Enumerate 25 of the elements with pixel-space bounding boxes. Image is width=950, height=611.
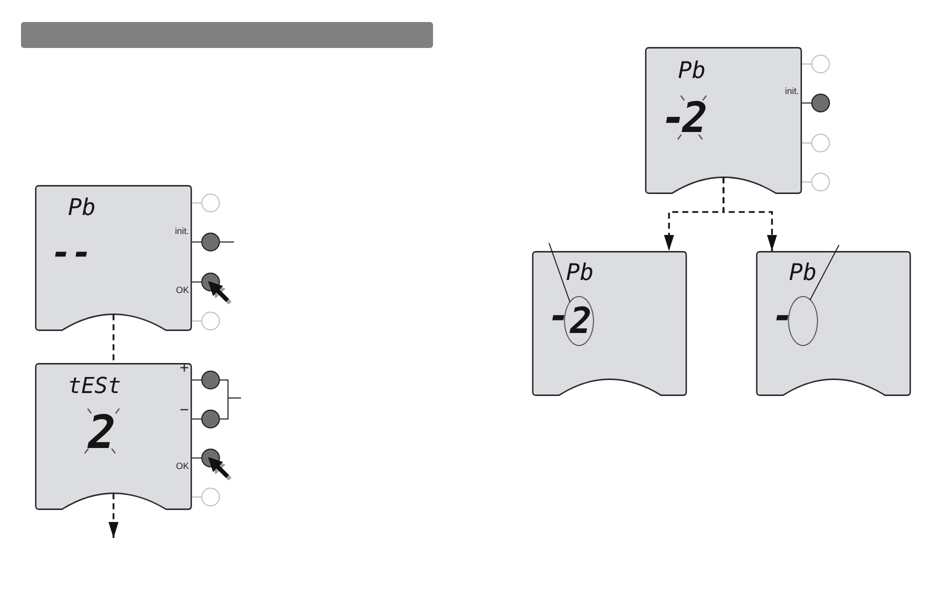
lcd-text: Pb <box>566 265 594 283</box>
lcd-text: tESt <box>68 378 121 396</box>
lcd-text: Pb <box>68 200 96 218</box>
lcd-text: 2 <box>88 415 116 451</box>
lcd-text: -- <box>51 240 92 267</box>
dashed-arrow <box>108 493 118 538</box>
leader-line <box>220 398 242 420</box>
leader-line <box>810 244 840 300</box>
dashed-arrow <box>722 177 777 251</box>
button-label: init. <box>174 227 189 236</box>
button-label: + <box>180 361 189 378</box>
button-label: OK <box>176 462 189 472</box>
lcd-text: - <box>548 303 570 332</box>
button-label: − <box>180 403 189 420</box>
lcd-text: - <box>772 303 794 332</box>
dashed-line <box>112 314 114 363</box>
button-label: OK <box>176 286 189 296</box>
highlight-ellipse <box>788 296 818 346</box>
lcd-text: -2 <box>661 102 704 135</box>
button-label: init. <box>784 87 799 96</box>
highlight-ellipse <box>564 296 594 346</box>
lcd-text: 2 <box>570 308 592 336</box>
leader-line <box>548 242 570 303</box>
lcd-text: Pb <box>789 265 817 283</box>
lcd-text: Pb <box>678 63 706 81</box>
